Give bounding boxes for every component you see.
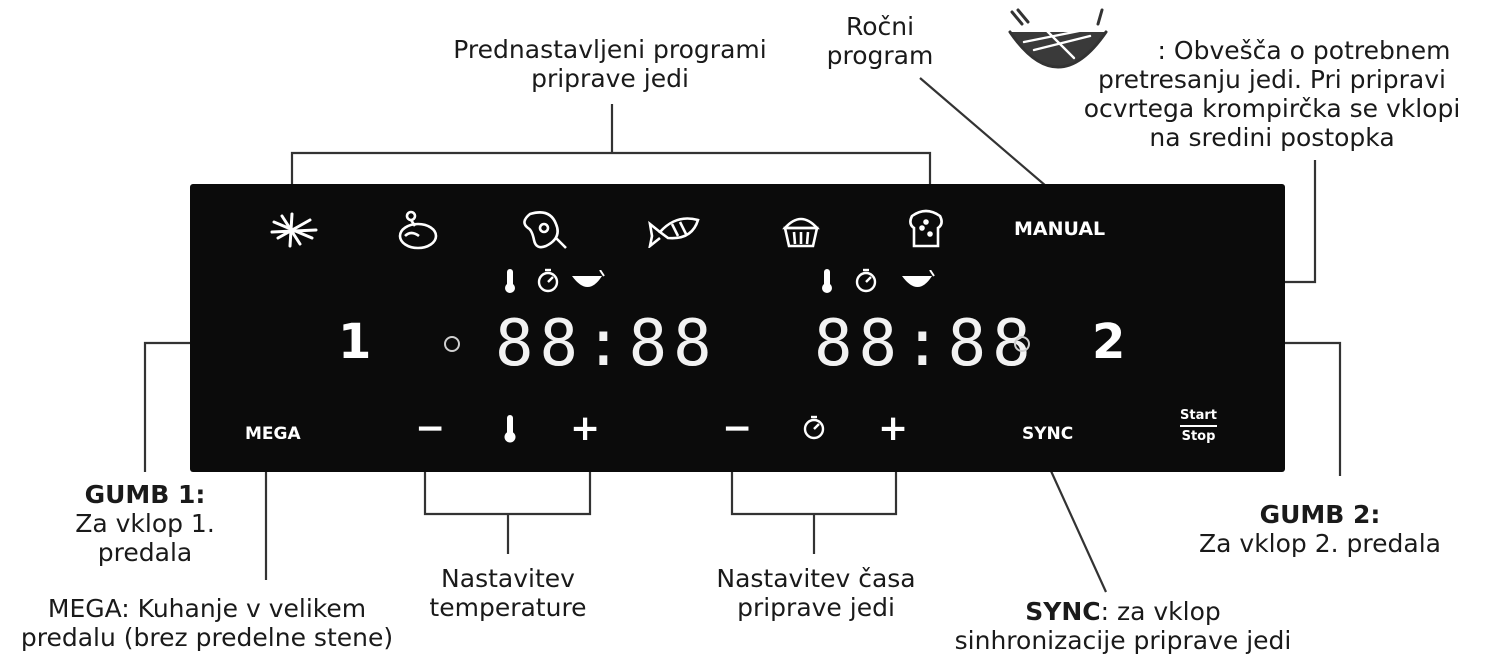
presets-label: Prednastavljeni programi priprave jedi bbox=[400, 35, 820, 93]
thermometer-icon bbox=[822, 269, 832, 293]
chicken-icon[interactable] bbox=[395, 208, 441, 252]
shake-note-line2: pretresanju jedi. Pri pripravi bbox=[1098, 65, 1446, 94]
temperature-label-line2: temperature bbox=[429, 593, 587, 622]
manual-program-label: Ročni program bbox=[780, 12, 980, 70]
temperature-label-line1: Nastavitev bbox=[441, 564, 575, 593]
drawer-2-indicator bbox=[1014, 336, 1030, 352]
steak-icon[interactable] bbox=[522, 208, 568, 252]
thermometer-icon bbox=[504, 415, 516, 443]
shake-basket-icon bbox=[902, 270, 935, 287]
fries-icon[interactable] bbox=[270, 212, 320, 248]
time-plus-button[interactable]: + bbox=[878, 408, 909, 449]
sync-label-line1: : za vklop bbox=[1100, 597, 1221, 626]
drawer-1-indicator bbox=[444, 336, 460, 352]
start-stop-button[interactable]: Start Stop bbox=[1180, 408, 1217, 445]
temperature-label: Nastavitev temperature bbox=[408, 564, 608, 622]
sync-label-title: SYNC bbox=[1025, 597, 1101, 626]
timer-icon bbox=[537, 268, 559, 293]
start-label: Start bbox=[1180, 408, 1217, 427]
time-minus-button[interactable]: − bbox=[722, 408, 753, 449]
button-1[interactable]: 1 bbox=[338, 314, 372, 370]
fish-icon[interactable] bbox=[648, 214, 700, 248]
timer-icon bbox=[803, 415, 825, 440]
button-2[interactable]: 2 bbox=[1092, 314, 1126, 370]
manual-button[interactable]: MANUAL bbox=[1014, 218, 1106, 240]
sync-label-line2: sinhronizacije priprave jedi bbox=[954, 626, 1292, 655]
manual-program-line1: Ročni bbox=[845, 12, 915, 41]
manual-program-line2: program bbox=[826, 41, 934, 70]
shake-basket-icon bbox=[1008, 8, 1108, 69]
sync-label: SYNC: za vklop sinhronizacije priprave j… bbox=[938, 597, 1308, 655]
time-label-line2: priprave jedi bbox=[737, 593, 895, 622]
gumb2-title: GUMB 2: bbox=[1259, 500, 1381, 529]
mega-button[interactable]: MEGA bbox=[245, 424, 301, 444]
gumb2-label: GUMB 2: Za vklop 2. predala bbox=[1170, 500, 1470, 558]
sync-button[interactable]: SYNC bbox=[1022, 424, 1074, 444]
timer-icon bbox=[855, 268, 877, 293]
time-label-line1: Nastavitev časa bbox=[716, 564, 916, 593]
gumb1-line2: predala bbox=[97, 538, 193, 567]
gumb2-line1: Za vklop 2. predala bbox=[1199, 529, 1441, 558]
control-panel: MANUAL 1 88:88 88:88 2 MEGA − + − + SYNC bbox=[190, 184, 1285, 472]
bread-icon[interactable] bbox=[906, 208, 946, 250]
gumb1-title: GUMB 1: bbox=[84, 480, 206, 509]
presets-label-line2: priprave jedi bbox=[531, 64, 689, 93]
display-right: 88:88 bbox=[814, 307, 1037, 381]
shake-basket-icon bbox=[572, 270, 605, 287]
shake-note-label: : Obvešča o potrebnem pretresanju jedi. … bbox=[1062, 36, 1482, 152]
time-label: Nastavitev časa priprave jedi bbox=[686, 564, 946, 622]
temperature-minus-button[interactable]: − bbox=[415, 408, 446, 449]
thermometer-icon bbox=[505, 269, 515, 293]
presets-label-line1: Prednastavljeni programi bbox=[453, 35, 767, 64]
gumb1-line1: Za vklop 1. bbox=[75, 509, 215, 538]
display-left: 88:88 bbox=[495, 307, 718, 381]
shake-note-line3: ocvrtega krompirčka se vklopi bbox=[1083, 94, 1461, 123]
stop-label: Stop bbox=[1181, 429, 1216, 444]
shake-note-line1: : Obvešča o potrebnem bbox=[1157, 36, 1451, 65]
temperature-plus-button[interactable]: + bbox=[570, 408, 601, 449]
gumb1-label: GUMB 1: Za vklop 1. predala bbox=[40, 480, 250, 567]
mega-label-line2: predalu (brez predelne stene) bbox=[20, 623, 394, 652]
mega-label: MEGA: Kuhanje v velikem predalu (brez pr… bbox=[2, 594, 412, 652]
mega-label-line1: MEGA: Kuhanje v velikem bbox=[47, 594, 367, 623]
cake-icon[interactable] bbox=[780, 210, 822, 250]
shake-note-line4: na sredini postopka bbox=[1149, 123, 1395, 152]
